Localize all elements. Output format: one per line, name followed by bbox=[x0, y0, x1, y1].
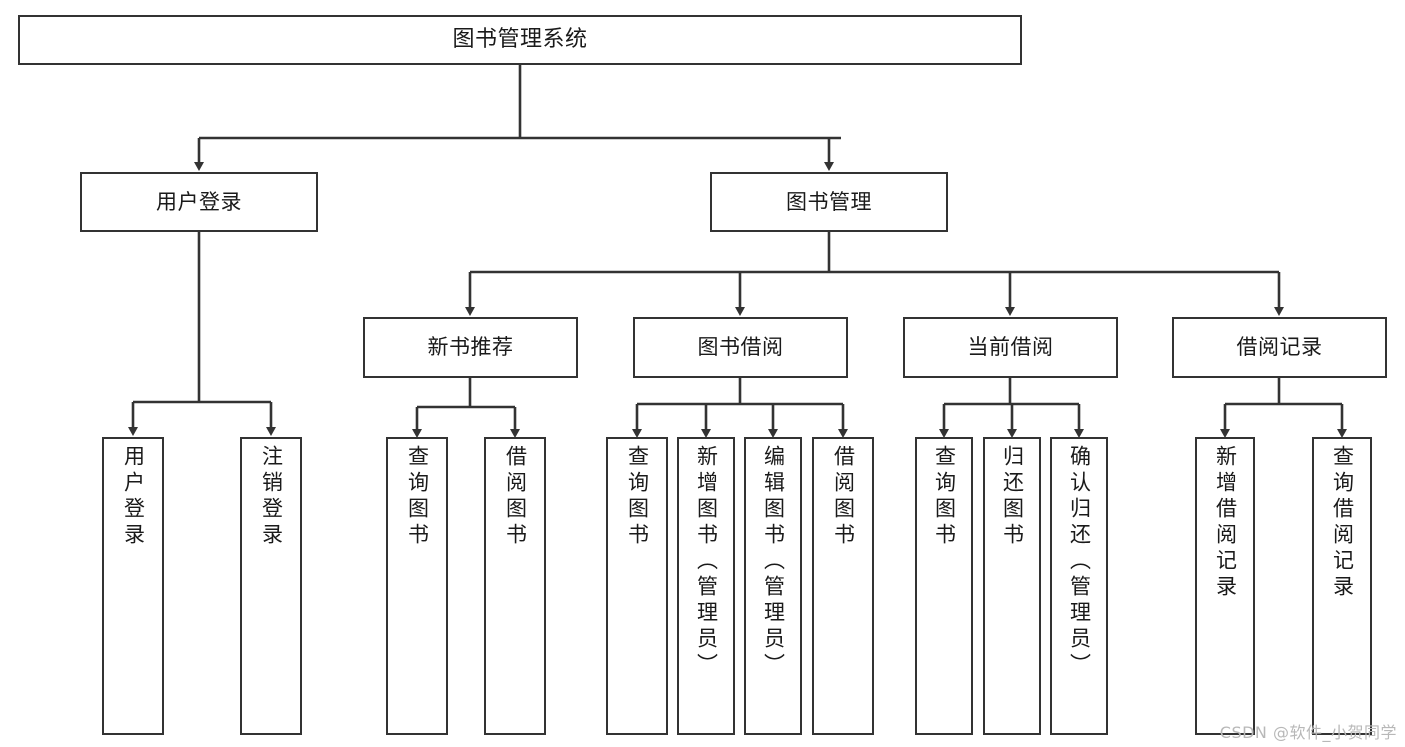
node-book-borrow-label: 图书借阅 bbox=[697, 335, 784, 360]
leaf-edit-book[interactable]: 编辑图书（管理员） bbox=[744, 437, 802, 735]
node-root[interactable]: 图书管理系统 bbox=[18, 15, 1022, 65]
node-book-management-label: 图书管理 bbox=[786, 189, 872, 214]
leaf-return-book-label: 归还图书 bbox=[1000, 445, 1025, 549]
leaf-query-book-borrow[interactable]: 查询图书 bbox=[606, 437, 668, 735]
leaf-query-book-cur-label: 查询图书 bbox=[932, 445, 957, 549]
node-user-login[interactable]: 用户登录 bbox=[80, 172, 318, 232]
leaf-add-book-label: 新增图书（管理员） bbox=[694, 445, 719, 679]
node-book-management[interactable]: 图书管理 bbox=[710, 172, 948, 232]
node-new-book-recommend-label: 新书推荐 bbox=[427, 335, 514, 360]
leaf-query-book-borrow-label: 查询图书 bbox=[625, 445, 650, 549]
node-current-borrow-label: 当前借阅 bbox=[967, 335, 1054, 360]
node-root-label: 图书管理系统 bbox=[452, 27, 588, 53]
leaf-confirm-return-label: 确认归还（管理员） bbox=[1067, 445, 1092, 679]
leaf-edit-book-label: 编辑图书（管理员） bbox=[761, 445, 786, 679]
node-borrow-record[interactable]: 借阅记录 bbox=[1172, 317, 1387, 378]
leaf-user-login[interactable]: 用户登录 bbox=[102, 437, 164, 735]
node-book-borrow[interactable]: 图书借阅 bbox=[633, 317, 848, 378]
leaf-borrow-book-rec-label: 借阅图书 bbox=[503, 445, 528, 549]
leaf-add-borrow-record-label: 新增借阅记录 bbox=[1213, 445, 1238, 601]
leaf-borrow-book-label: 借阅图书 bbox=[831, 445, 856, 549]
leaf-return-book[interactable]: 归还图书 bbox=[983, 437, 1041, 735]
leaf-logout-label: 注销登录 bbox=[259, 445, 284, 549]
node-borrow-record-label: 借阅记录 bbox=[1236, 335, 1323, 360]
leaf-add-borrow-record[interactable]: 新增借阅记录 bbox=[1195, 437, 1255, 735]
leaf-user-login-label: 用户登录 bbox=[121, 445, 146, 549]
leaf-query-book-rec[interactable]: 查询图书 bbox=[386, 437, 448, 735]
node-new-book-recommend[interactable]: 新书推荐 bbox=[363, 317, 578, 378]
leaf-borrow-book-rec[interactable]: 借阅图书 bbox=[484, 437, 546, 735]
leaf-add-book[interactable]: 新增图书（管理员） bbox=[677, 437, 735, 735]
leaf-logout[interactable]: 注销登录 bbox=[240, 437, 302, 735]
leaf-query-borrow-record-label: 查询借阅记录 bbox=[1330, 445, 1355, 601]
leaf-confirm-return[interactable]: 确认归还（管理员） bbox=[1050, 437, 1108, 735]
csdn-watermark: CSDN @软件_小贺同学 bbox=[1219, 723, 1397, 742]
node-user-login-label: 用户登录 bbox=[156, 189, 242, 214]
leaf-query-book-cur[interactable]: 查询图书 bbox=[915, 437, 973, 735]
node-current-borrow[interactable]: 当前借阅 bbox=[903, 317, 1118, 378]
leaf-query-book-rec-label: 查询图书 bbox=[405, 445, 430, 549]
leaf-borrow-book[interactable]: 借阅图书 bbox=[812, 437, 874, 735]
leaf-query-borrow-record[interactable]: 查询借阅记录 bbox=[1312, 437, 1372, 735]
